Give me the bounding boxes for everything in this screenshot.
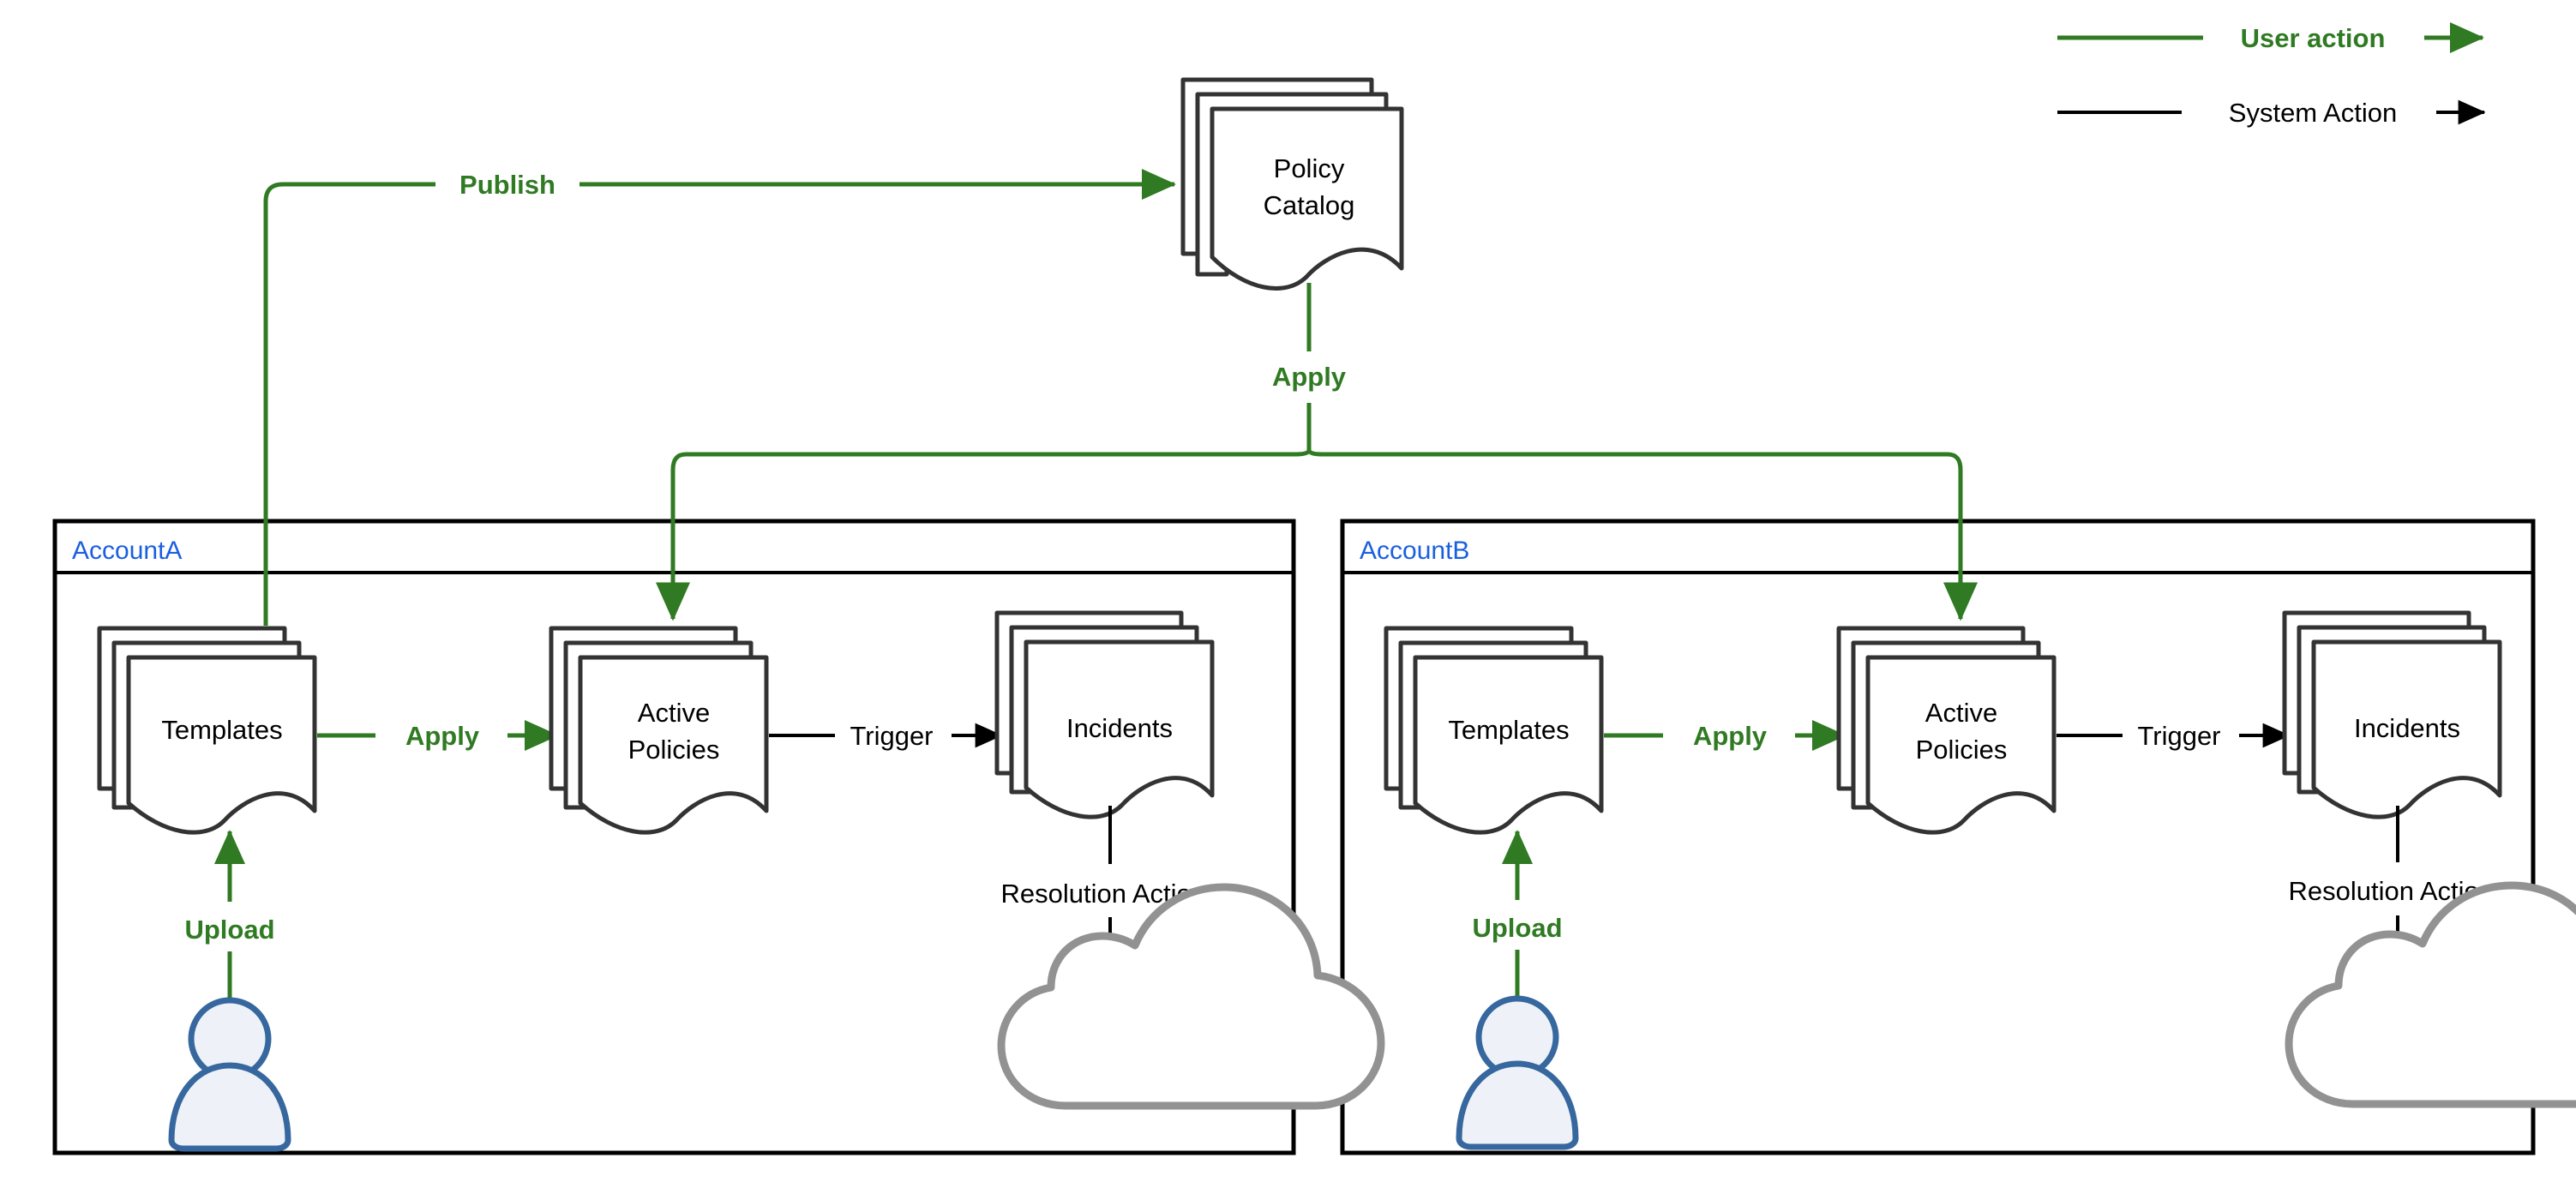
node-cloud-a[interactable] bbox=[997, 883, 1385, 1110]
policy-catalog-sheet-front bbox=[1210, 106, 1404, 291]
active-policies-b-sheet-front bbox=[1865, 655, 2057, 835]
edge-apply-b: Apply bbox=[1604, 720, 1847, 752]
actor-b-body bbox=[1456, 1060, 1579, 1150]
trigger-a-label: Trigger bbox=[850, 721, 933, 751]
templates-b-label: Templates bbox=[1448, 715, 1569, 745]
legend-system-action-label: System Action bbox=[2229, 98, 2397, 128]
apply-b-label: Apply bbox=[1693, 721, 1768, 751]
policy-catalog-label-line1: Policy bbox=[1274, 153, 1345, 183]
cloud-b-shape bbox=[2285, 881, 2576, 1108]
node-active-policies-a[interactable]: Active Policies bbox=[549, 626, 769, 835]
legend-user-action-label: User action bbox=[2241, 23, 2386, 53]
active-policies-b-label-line2: Policies bbox=[1916, 735, 2008, 765]
active-policies-b-label-line1: Active bbox=[1925, 698, 1997, 728]
node-incidents-a[interactable]: Incidents bbox=[994, 610, 1215, 819]
actor-user-a[interactable] bbox=[168, 997, 291, 1152]
legend: User action System Action bbox=[2057, 22, 2486, 128]
node-active-policies-b[interactable]: Active Policies bbox=[1836, 626, 2057, 835]
node-templates-a[interactable]: Templates bbox=[97, 626, 317, 835]
apply-fork-branch-right bbox=[1306, 449, 1978, 621]
publish-connector-line bbox=[263, 182, 435, 626]
edge-trigger-b: Trigger bbox=[2057, 721, 2291, 751]
templates-b-sheet-front bbox=[1413, 655, 1604, 835]
edge-apply-fork: Apply bbox=[656, 283, 1978, 621]
edge-upload-b: Upload bbox=[1472, 829, 1563, 997]
cloud-a-shape bbox=[997, 883, 1385, 1110]
active-policies-a-label-line1: Active bbox=[638, 698, 710, 728]
actor-user-b[interactable] bbox=[1456, 995, 1579, 1150]
edge-trigger-a: Trigger bbox=[769, 721, 1003, 751]
publish-label: Publish bbox=[459, 170, 555, 200]
incidents-b-sheet-front bbox=[2311, 639, 2502, 819]
edge-upload-a: Upload bbox=[184, 829, 275, 999]
policy-catalog-label-line2: Catalog bbox=[1264, 190, 1355, 220]
apply-a-label: Apply bbox=[405, 721, 480, 751]
active-policies-a-sheet-front bbox=[578, 655, 769, 835]
node-incidents-b[interactable]: Incidents bbox=[2282, 610, 2502, 819]
account-b-title: AccountB bbox=[1360, 537, 1469, 565]
node-templates-b[interactable]: Templates bbox=[1384, 626, 1604, 835]
node-policy-catalog[interactable]: Policy Catalog bbox=[1180, 77, 1404, 291]
templates-a-label: Templates bbox=[161, 715, 282, 745]
edge-publish: Publish bbox=[263, 169, 1177, 626]
actor-a-body bbox=[168, 1062, 291, 1152]
edge-apply-a: Apply bbox=[317, 720, 560, 752]
templates-a-sheet-front bbox=[126, 655, 317, 835]
incidents-b-label: Incidents bbox=[2354, 713, 2460, 743]
incidents-a-label: Incidents bbox=[1066, 713, 1173, 743]
upload-a-label: Upload bbox=[184, 915, 274, 945]
incidents-a-sheet-front bbox=[1024, 639, 1215, 819]
apply-fork-label: Apply bbox=[1272, 362, 1347, 392]
node-cloud-b[interactable] bbox=[2285, 881, 2576, 1108]
account-a-title: AccountA bbox=[72, 537, 182, 565]
active-policies-a-label-line2: Policies bbox=[628, 735, 720, 765]
trigger-b-label: Trigger bbox=[2137, 721, 2220, 751]
upload-b-label: Upload bbox=[1472, 913, 1562, 943]
